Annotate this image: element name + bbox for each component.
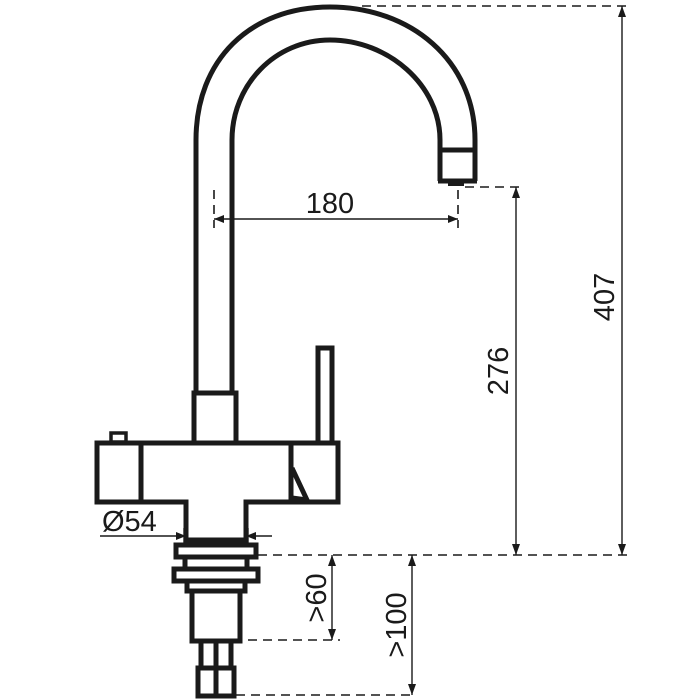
spout	[193, 4, 478, 395]
dimension-hole-diameter: Ø54	[100, 506, 272, 545]
dimension-spout-reach: 180	[213, 188, 459, 228]
dimension-label-407: 407	[589, 273, 621, 321]
dimension-min-clearance-60: >60	[248, 555, 340, 641]
dimension-label-o54: Ø54	[102, 506, 157, 538]
dimension-spout-height: 276	[465, 186, 520, 555]
dimension-label-100: >100	[381, 592, 413, 657]
dimension-label-276: 276	[483, 347, 515, 395]
dimension-label-60: >60	[301, 573, 333, 622]
dimension-label-180: 180	[306, 188, 354, 220]
aerator	[448, 181, 464, 186]
dimension-total-height: 407	[362, 5, 628, 555]
tap-body	[94, 345, 341, 543]
dimension-min-clearance-100: >100	[236, 555, 416, 696]
mounting-shank	[171, 542, 261, 699]
